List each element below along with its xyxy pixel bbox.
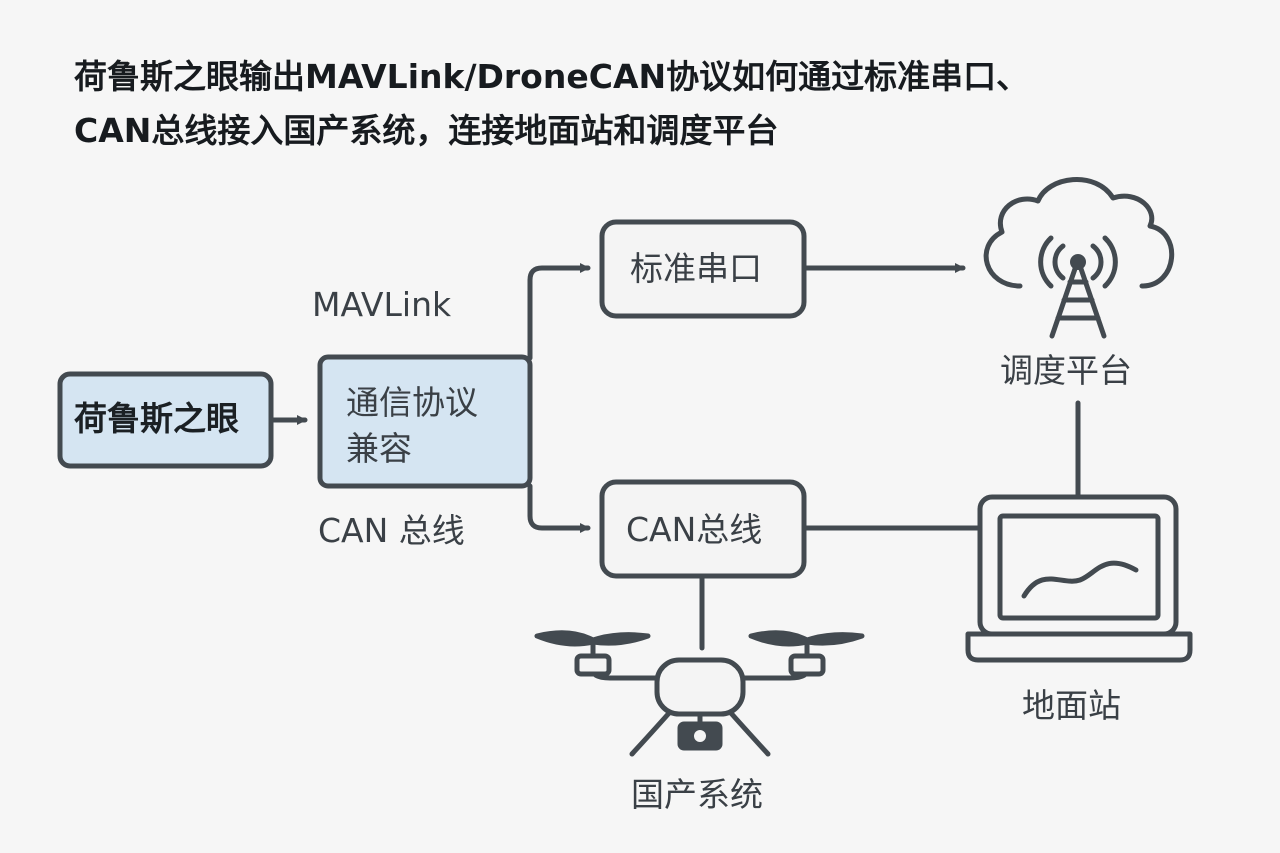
domestic-system-label: 国产系统 <box>631 775 763 814</box>
can-node-label: CAN总线 <box>626 510 763 549</box>
connectors <box>270 263 1081 651</box>
diagram-title: 荷鲁斯之眼输出MAVLink/DroneCAN协议如何通过标准串口、 CAN总线… <box>74 50 1214 158</box>
source-box <box>57 371 274 469</box>
protocol-box <box>317 354 533 489</box>
drone-icon <box>534 630 865 757</box>
protocol-node-label-line-2: 兼容 <box>346 429 412 468</box>
cloud-antenna-icon <box>983 176 1175 339</box>
edge-label-can-bus: CAN 总线 <box>318 511 465 550</box>
title-line-2: CAN总线接入国产系统，连接地面站和调度平台 <box>74 111 779 150</box>
title-line-1: 荷鲁斯之眼输出MAVLink/DroneCAN协议如何通过标准串口、 <box>74 57 1030 96</box>
serial-node-label: 标准串口 <box>630 249 762 288</box>
connector-protocol-to-serial <box>527 263 591 361</box>
protocol-node-label-line-1: 通信协议 <box>346 383 478 422</box>
connector-protocol-to-can <box>527 483 591 533</box>
ground-station-label: 地面站 <box>1022 686 1121 725</box>
serial-box <box>599 219 807 319</box>
dispatch-platform-label: 调度平台 <box>1000 351 1132 390</box>
edge-label-mavlink: MAVLink <box>312 285 452 324</box>
laptop-icon <box>965 494 1193 663</box>
can-box <box>599 479 807 579</box>
source-node-label: 荷鲁斯之眼 <box>74 399 239 438</box>
